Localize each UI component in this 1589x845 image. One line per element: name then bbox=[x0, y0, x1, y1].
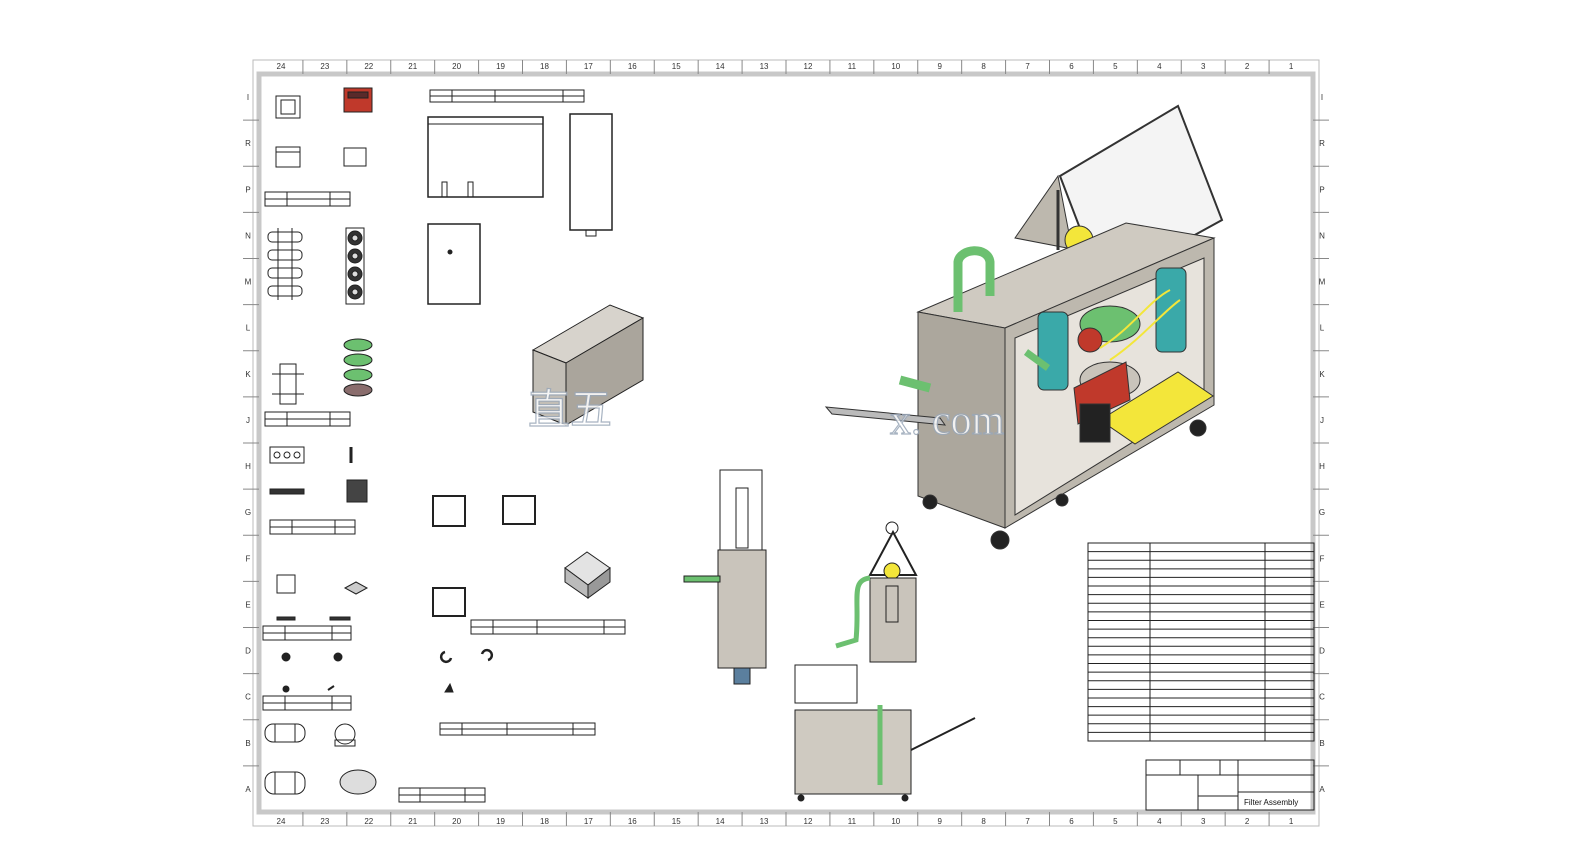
row-label: L bbox=[1320, 324, 1325, 333]
title-block bbox=[1145, 759, 1315, 811]
column-label: 9 bbox=[937, 817, 942, 826]
column-label: 10 bbox=[891, 817, 900, 826]
row-label: M bbox=[245, 278, 252, 287]
bill-of-materials-table bbox=[1087, 542, 1315, 742]
column-label: 22 bbox=[364, 62, 373, 71]
watermark-latin: x. com bbox=[890, 398, 1005, 444]
row-label: E bbox=[1319, 600, 1324, 609]
column-label: 5 bbox=[1113, 62, 1118, 71]
row-label: N bbox=[245, 231, 251, 240]
column-label: 12 bbox=[804, 817, 813, 826]
column-label: 6 bbox=[1069, 62, 1074, 71]
watermark-cn: 直五 bbox=[528, 388, 612, 434]
column-label: 16 bbox=[628, 817, 637, 826]
column-label: 1 bbox=[1289, 817, 1294, 826]
column-label: 18 bbox=[540, 817, 549, 826]
column-label: 8 bbox=[981, 62, 986, 71]
column-label: 6 bbox=[1069, 817, 1074, 826]
row-label: K bbox=[245, 370, 251, 379]
column-label: 5 bbox=[1113, 817, 1118, 826]
column-label: 2 bbox=[1245, 817, 1250, 826]
column-label: 24 bbox=[277, 62, 286, 71]
column-label: 3 bbox=[1201, 817, 1206, 826]
column-label: 21 bbox=[408, 62, 417, 71]
row-label: D bbox=[1319, 647, 1325, 656]
row-label: R bbox=[1319, 139, 1325, 148]
row-label: C bbox=[245, 693, 251, 702]
column-label: 16 bbox=[628, 62, 637, 71]
column-label: 4 bbox=[1157, 62, 1162, 71]
column-label: 2 bbox=[1245, 62, 1250, 71]
drawing-title: Filter Assembly bbox=[1244, 798, 1298, 807]
row-label: G bbox=[1319, 508, 1325, 517]
row-label: I bbox=[247, 93, 249, 102]
column-label: 23 bbox=[320, 62, 329, 71]
column-label: 4 bbox=[1157, 817, 1162, 826]
column-label: 10 bbox=[891, 62, 900, 71]
column-label: 11 bbox=[848, 817, 857, 826]
row-label: D bbox=[245, 647, 251, 656]
part-detail-views bbox=[262, 87, 486, 803]
enclosure-panel-views bbox=[427, 89, 645, 736]
row-label: M bbox=[1319, 278, 1326, 287]
row-label: A bbox=[1319, 785, 1325, 794]
column-label: 20 bbox=[452, 817, 461, 826]
row-labels-left: I R P N M L K J H G F E D C B A bbox=[243, 93, 259, 794]
row-label: R bbox=[245, 139, 251, 148]
column-label: 19 bbox=[496, 817, 505, 826]
column-label: 15 bbox=[672, 817, 681, 826]
column-label: 22 bbox=[364, 817, 373, 826]
row-label: H bbox=[245, 462, 251, 471]
column-label: 14 bbox=[716, 817, 725, 826]
column-label: 18 bbox=[540, 62, 549, 71]
watermark: 直五 x. com bbox=[527, 387, 1005, 444]
assembly-side-views bbox=[683, 469, 976, 802]
column-label: 1 bbox=[1289, 62, 1294, 71]
column-label: 15 bbox=[672, 62, 681, 71]
row-label: A bbox=[245, 785, 251, 794]
row-label: L bbox=[246, 324, 251, 333]
row-label: K bbox=[1319, 370, 1325, 379]
row-label: J bbox=[1320, 416, 1324, 425]
column-label: 3 bbox=[1201, 62, 1206, 71]
column-label: 9 bbox=[937, 62, 942, 71]
column-label: 14 bbox=[716, 62, 725, 71]
row-label: H bbox=[1319, 462, 1325, 471]
row-label: B bbox=[245, 739, 250, 748]
column-label: 7 bbox=[1025, 817, 1030, 826]
column-label: 11 bbox=[848, 62, 857, 71]
column-label: 17 bbox=[584, 817, 593, 826]
row-label: E bbox=[245, 600, 250, 609]
column-label: 13 bbox=[760, 62, 769, 71]
row-label: B bbox=[1319, 739, 1324, 748]
column-label: 21 bbox=[408, 817, 417, 826]
row-label: J bbox=[246, 416, 250, 425]
row-label: P bbox=[245, 185, 250, 194]
row-label: I bbox=[1321, 93, 1323, 102]
column-label: 7 bbox=[1025, 62, 1030, 71]
column-label: 23 bbox=[320, 817, 329, 826]
column-label: 19 bbox=[496, 62, 505, 71]
row-label: F bbox=[1320, 554, 1325, 563]
row-labels-right: I R P N M L K J H G F E D C B A bbox=[1313, 93, 1329, 794]
column-label: 12 bbox=[804, 62, 813, 71]
row-label: N bbox=[1319, 231, 1325, 240]
column-label: 17 bbox=[584, 62, 593, 71]
column-label: 24 bbox=[277, 817, 286, 826]
column-label: 13 bbox=[760, 817, 769, 826]
column-label: 20 bbox=[452, 62, 461, 71]
row-label: F bbox=[246, 554, 251, 563]
row-label: P bbox=[1319, 185, 1324, 194]
row-label: C bbox=[1319, 693, 1325, 702]
main-iso-assembly bbox=[824, 104, 1224, 550]
row-label: G bbox=[245, 508, 251, 517]
column-label: 8 bbox=[981, 817, 986, 826]
